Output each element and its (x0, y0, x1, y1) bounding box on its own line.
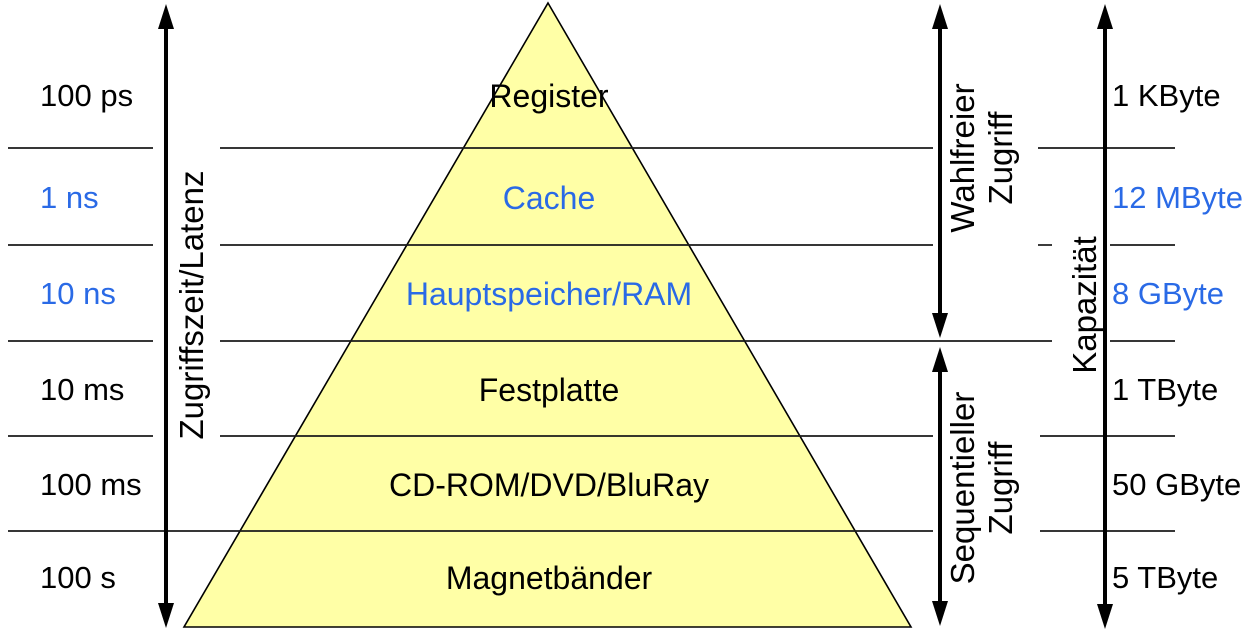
layer-label-ram: Hauptspeicher/RAM (405, 276, 693, 312)
random-access-label-line1: Wahlfreier (944, 83, 981, 233)
random-access-label-line2: Zugriff (982, 111, 1019, 205)
layer-label-cdrom: CD-ROM/DVD/BluRay (388, 467, 710, 503)
layer-label-register: Register (489, 78, 609, 114)
pyramid-shape (182, 1, 913, 628)
capacity-label-cache: 12 MByte (1112, 180, 1243, 215)
latency-label-register: 100 ps (40, 78, 134, 113)
capacity-label-ram: 8 GByte (1112, 276, 1224, 311)
layer-label-festplatte: Festplatte (478, 372, 620, 408)
sequential-access-label: Sequentieller Zugriff (944, 318, 1020, 642)
capacity-label-register: 1 KByte (1112, 78, 1221, 113)
capacity-label-cdrom: 50 GByte (1112, 467, 1242, 502)
latency-label-cdrom: 100 ms (40, 467, 142, 502)
sequential-access-arrow (932, 347, 948, 626)
layer-label-cache: Cache (502, 180, 596, 216)
latency-label-cache: 1 ns (40, 180, 99, 215)
latency-label-magnetband: 100 s (40, 560, 116, 595)
random-access-label: Wahlfreier Zugriff (944, 0, 1020, 328)
sequential-access-label-line1: Sequentieller (944, 391, 981, 585)
latency-axis-label: Zugriffszeit/Latenz (173, 170, 210, 440)
sequential-access-label-line2: Zugriff (982, 441, 1019, 535)
random-access-arrow (932, 4, 948, 338)
layer-separator-lines (8, 147, 1175, 532)
capacity-label-magnetband: 5 TByte (1112, 560, 1219, 595)
capacity-label-festplatte: 1 TByte (1112, 372, 1219, 407)
capacity-axis-label: Kapazität (1066, 236, 1103, 374)
latency-axis-arrow (158, 4, 174, 628)
latency-label-ram: 10 ns (40, 276, 116, 311)
layer-label-magnetband: Magnetbänder (445, 560, 653, 596)
capacity-axis-arrow (1097, 4, 1113, 629)
latency-label-festplatte: 10 ms (40, 372, 125, 407)
